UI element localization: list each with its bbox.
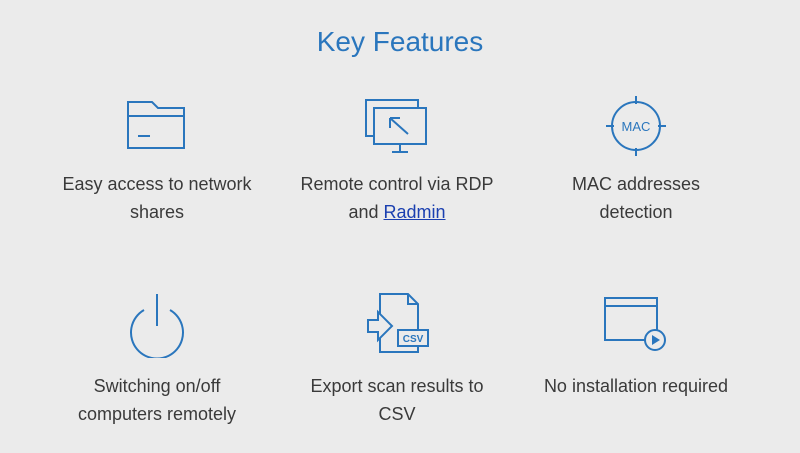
feature-export-csv: CSV Export scan results to CSV (267, 292, 527, 428)
feature-label: Easy access to network shares (62, 174, 252, 222)
folder-icon (127, 101, 185, 149)
svg-text:MAC: MAC (622, 119, 651, 134)
mac-crosshair-icon: MAC (606, 96, 666, 156)
remote-desktop-icon (365, 99, 427, 153)
feature-label: Remote control via RDP and Radmin (300, 174, 494, 222)
power-icon (130, 294, 184, 358)
feature-remote-control: Remote control via RDP and Radmin (267, 96, 527, 226)
feature-label: Export scan results to CSV (310, 376, 484, 424)
svg-text:CSV: CSV (403, 334, 424, 345)
feature-label: Switching on/off computers remotely (77, 376, 237, 424)
feature-power-switching: Switching on/off computers remotely (27, 292, 287, 428)
feature-label: MAC addresses detection (571, 174, 701, 222)
page-title: Key Features (316, 26, 484, 57)
feature-no-installation: No installation required (506, 292, 766, 400)
window-play-icon (604, 297, 666, 351)
feature-label: No installation required (543, 376, 729, 396)
csv-export-icon: CSV (367, 293, 429, 353)
feature-network-shares: Easy access to network shares (27, 96, 287, 226)
feature-mac-detection: MAC MAC addresses detection (506, 96, 766, 226)
radmin-link[interactable]: Radmin (383, 202, 446, 222)
